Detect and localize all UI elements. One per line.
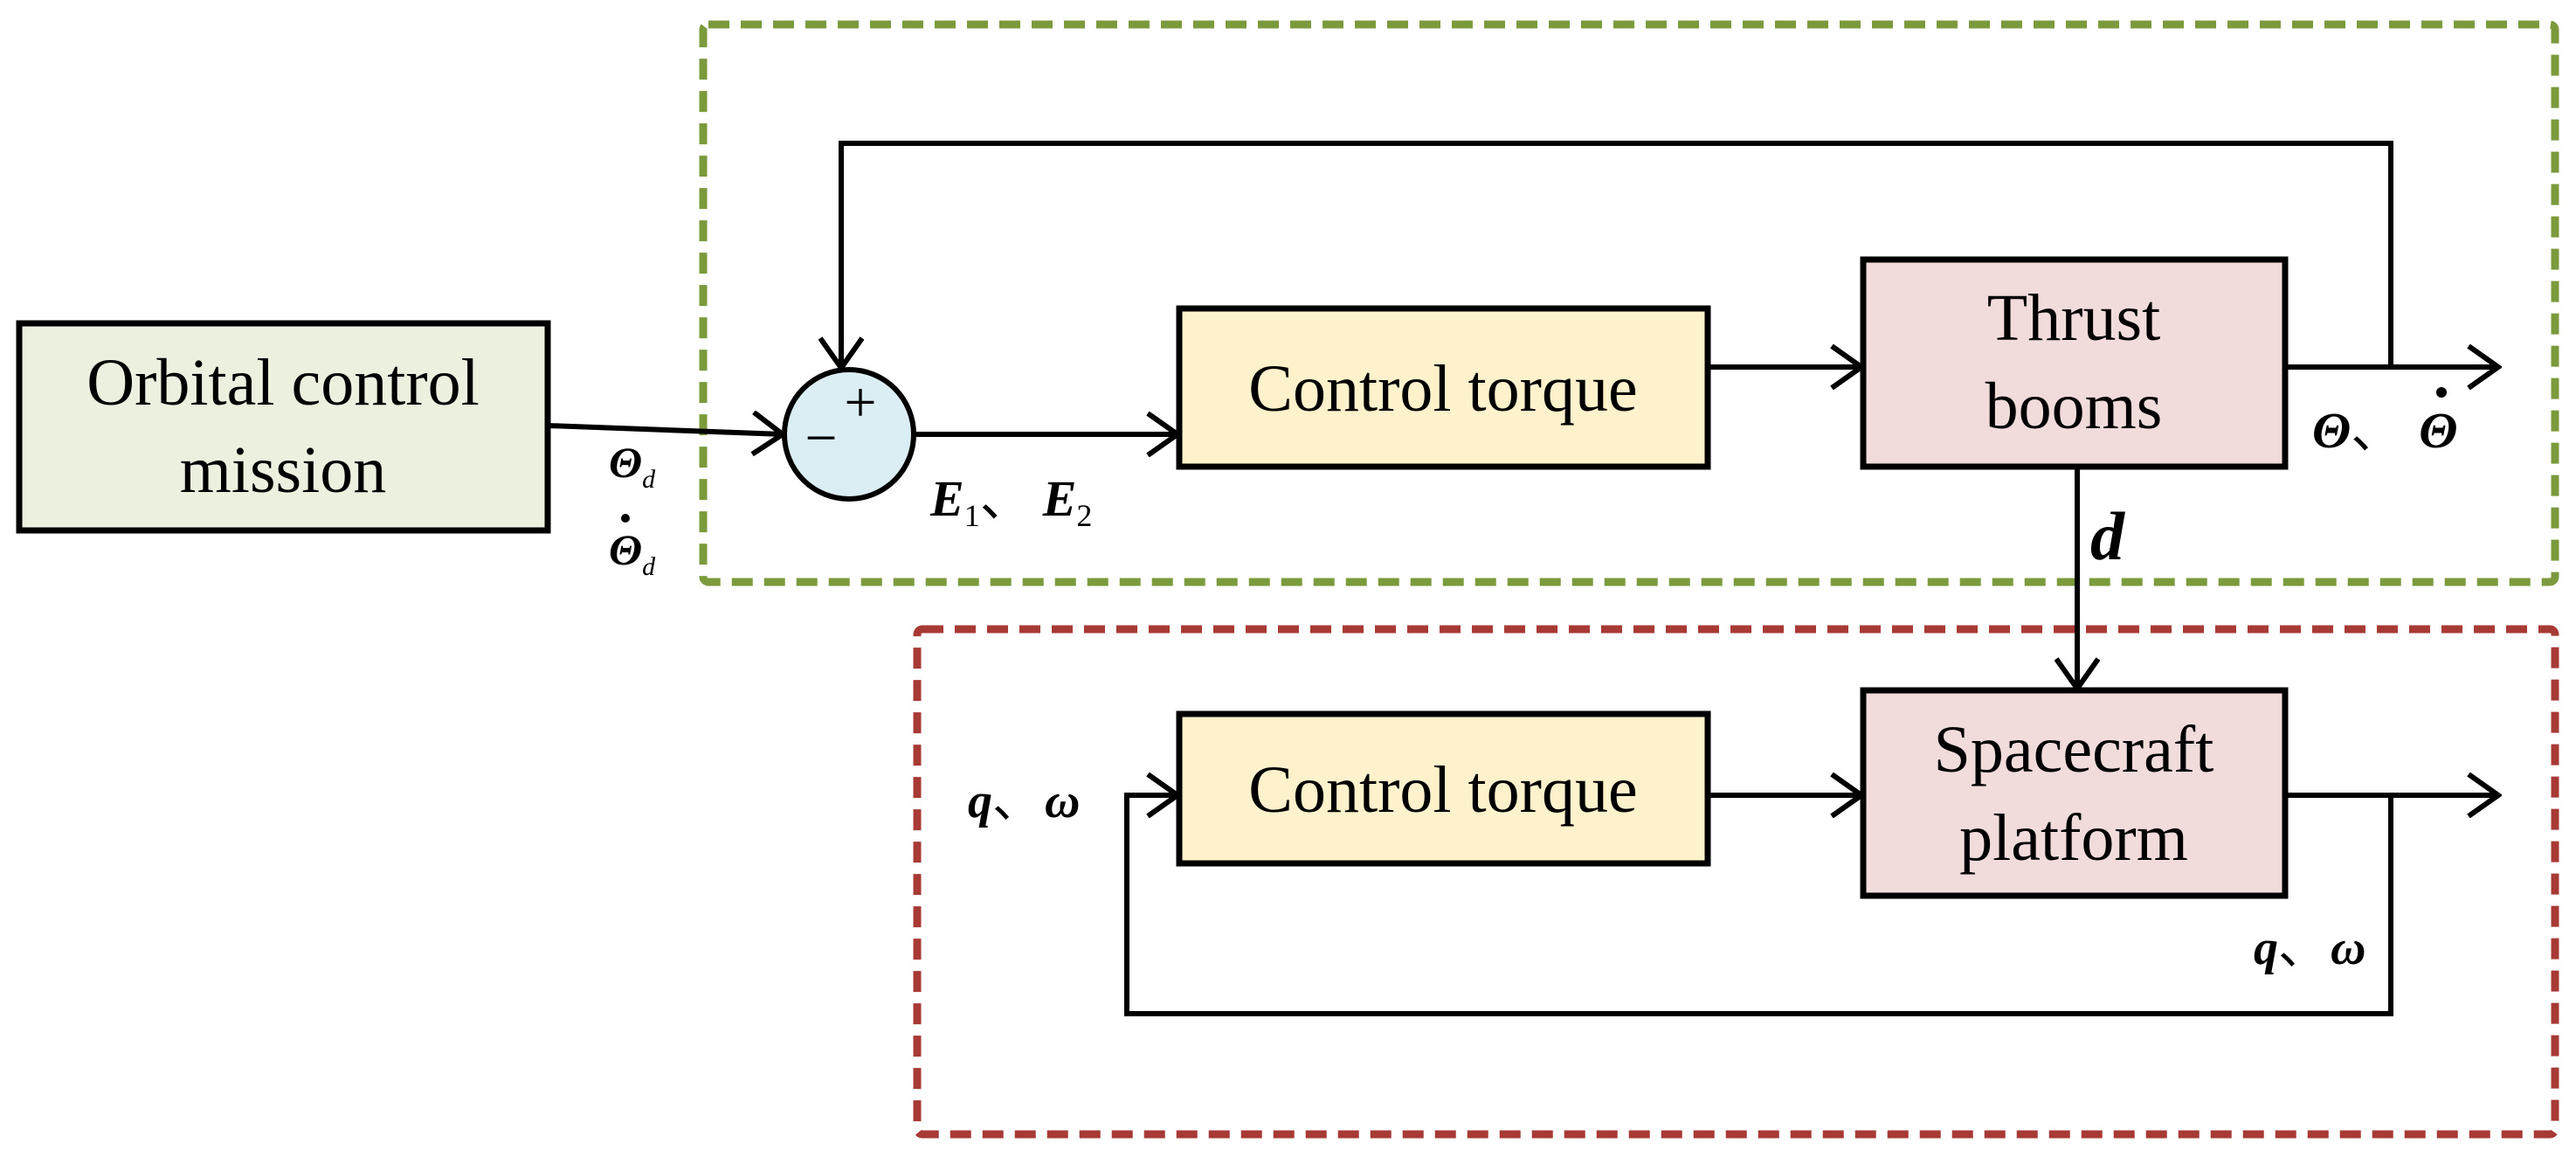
- spacecraft-line1: Spacecraft: [1934, 713, 2214, 786]
- upper-control-torque-block: Control torque: [1176, 305, 1711, 470]
- attitude-loop-boundary: [699, 20, 2559, 586]
- upper-control-torque-label: Control torque: [1248, 352, 1637, 426]
- plus-sign: +: [844, 371, 876, 434]
- theta-dot-desired-label: Θd: [609, 525, 656, 581]
- theta-desired-label: Θd: [609, 438, 656, 494]
- spacecraft-platform-block: Spacecraft platform: [1860, 687, 2289, 899]
- thrust-booms-line2: booms: [1986, 370, 2163, 443]
- thrust-booms-line1: Thrust: [1987, 281, 2160, 355]
- upper-feedback-path: [841, 141, 2393, 368]
- booms-output-label: Θ、Θ: [2312, 402, 2458, 459]
- mission-to-sum-arrow: [547, 426, 783, 434]
- lower-input-label: q、ω: [968, 774, 1081, 828]
- upper-loop-connectors: [547, 141, 2498, 689]
- disturbance-label: d: [2090, 498, 2125, 574]
- mission-label-line2: mission: [180, 433, 387, 507]
- mission-label-line1: Orbital control: [86, 346, 480, 419]
- lower-feedback-label: q、ω: [2254, 921, 2366, 975]
- theta-dot-output-dot: [2436, 387, 2447, 398]
- error-signals-label: E1、E2: [929, 470, 1092, 533]
- theta-dot-desired-dot: [621, 514, 630, 523]
- platform-loop-boundary: [913, 625, 2559, 1139]
- lower-control-torque-block: Control torque: [1176, 710, 1711, 867]
- spacecraft-line2: platform: [1959, 801, 2188, 875]
- lower-loop-connectors: [1124, 795, 2498, 1016]
- lower-control-torque-label: Control torque: [1248, 753, 1637, 827]
- lower-feedback-path: [1124, 795, 2393, 1016]
- thrust-booms-block: Thrust booms: [1860, 256, 2289, 470]
- minus-sign: −: [805, 406, 837, 470]
- orbital-control-mission-block: Orbital control mission: [16, 320, 551, 534]
- summing-junction: + −: [782, 367, 916, 502]
